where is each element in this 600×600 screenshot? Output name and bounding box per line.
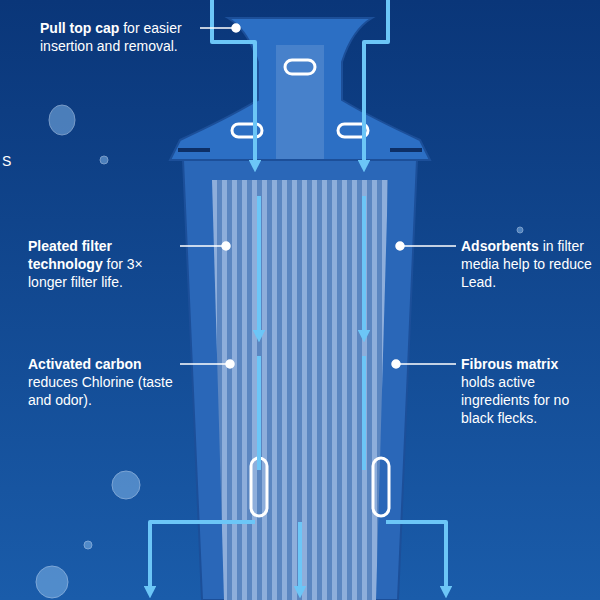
water-flow-arrow bbox=[150, 0, 446, 592]
cartridge-body bbox=[183, 160, 417, 600]
callout-top-cap: Pull top cap for easier insertion and re… bbox=[40, 19, 198, 55]
callout-text: reduces Chlorine (taste and odor). bbox=[28, 374, 173, 408]
callout-text: S bbox=[2, 153, 11, 169]
callout-text: holds active ingredients for no black fl… bbox=[461, 374, 569, 426]
leader-lines bbox=[180, 24, 456, 368]
callout-carbon: Activated carbon reduces Chlorine (taste… bbox=[28, 355, 176, 409]
cap-slot bbox=[178, 148, 422, 152]
top-cap bbox=[170, 18, 430, 160]
cap-core bbox=[276, 45, 324, 160]
callout-heading: Adsorbents bbox=[461, 238, 539, 254]
pleated-filter bbox=[212, 180, 388, 600]
callout-fibrous: Fibrous matrix holds active ingredients … bbox=[461, 355, 595, 427]
callout-heading: Pleated filter technology bbox=[28, 238, 112, 272]
callout-adsorbents: Adsorbents in filter media help to reduc… bbox=[461, 237, 595, 291]
callout-pleated: Pleated filter technology for 3× longer … bbox=[28, 237, 176, 291]
edge-letter: S bbox=[2, 152, 22, 170]
callout-heading: Activated carbon bbox=[28, 356, 142, 372]
callout-heading: Pull top cap bbox=[40, 20, 119, 36]
callout-heading: Fibrous matrix bbox=[461, 356, 558, 372]
